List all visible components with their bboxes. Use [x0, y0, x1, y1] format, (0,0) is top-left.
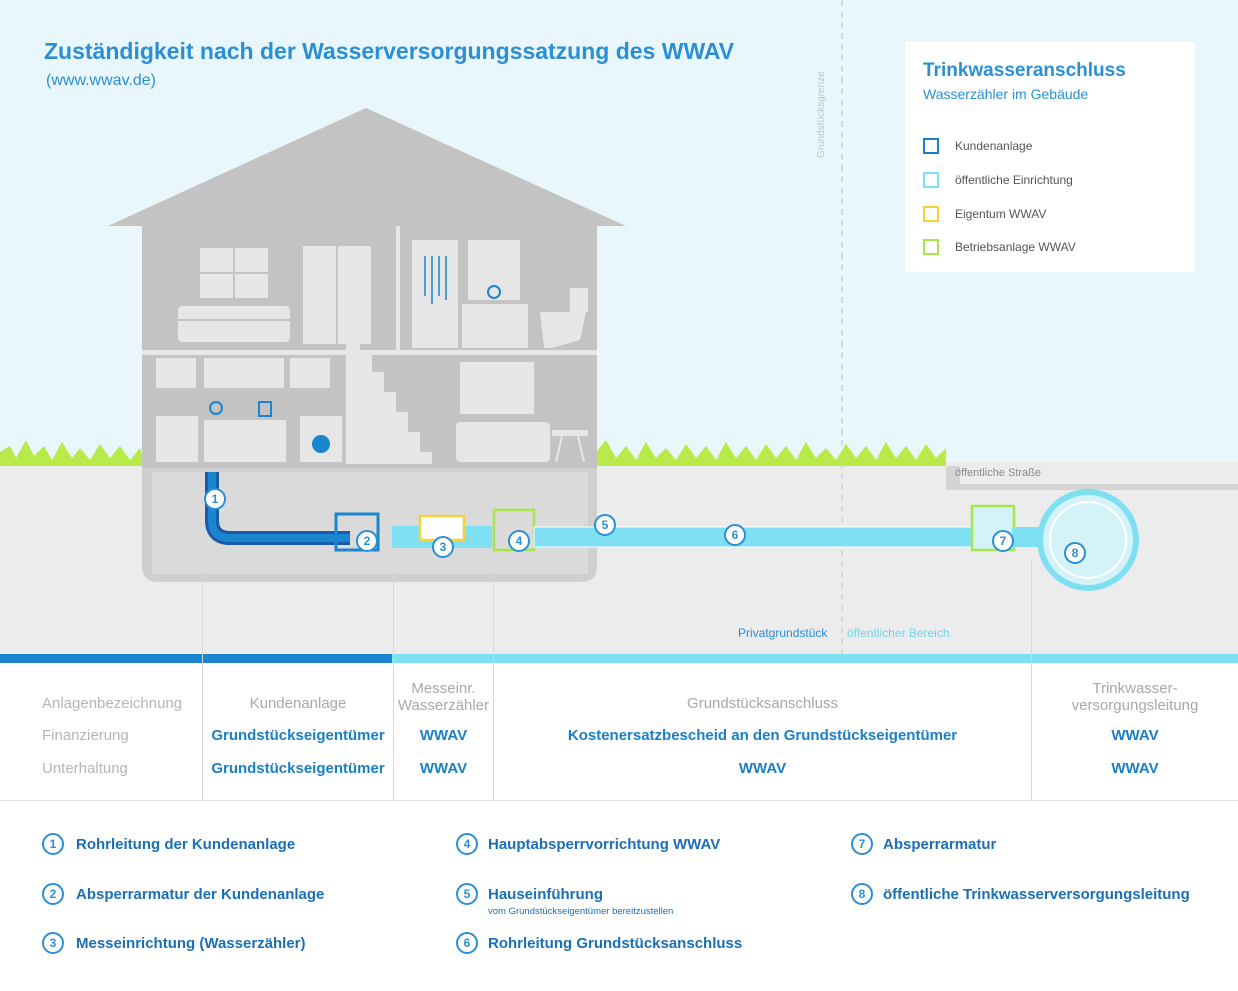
footnote-separator — [0, 800, 1238, 801]
footnote-number: 4 — [456, 833, 478, 855]
kitchen-tap-icon — [209, 401, 223, 415]
shower-icon — [424, 256, 447, 304]
house-illustration — [0, 0, 1238, 660]
footnote-text: Absperrarmatur der Kundenanlage — [76, 886, 325, 903]
marker-7: 7 — [992, 530, 1014, 552]
footnote-number: 2 — [42, 883, 64, 905]
page-subtitle: (www.wwav.de) — [46, 72, 156, 89]
row-label-anlagenbezeichnung: Anlagenbezeichnung — [42, 695, 183, 712]
staircase — [346, 322, 432, 464]
bathroom-tap-icon — [487, 285, 501, 299]
house-roof — [108, 108, 626, 226]
footnote-number: 6 — [456, 932, 478, 954]
footnote-number: 8 — [851, 883, 873, 905]
legend-title: Trinkwasseranschluss — [923, 60, 1126, 81]
cell-finanzierung-grundstuecksanschluss: Kostenersatzbescheid an den Grundstückse… — [567, 727, 958, 744]
legend-subtitle: Wasserzähler im Gebäude — [923, 86, 1089, 102]
footnote-text: Hauptabsperrvorrichtung WWAV — [488, 836, 721, 853]
marker-3: 3 — [432, 536, 454, 558]
footnote-subtext: vom Grundstückseigentümer bereitzustelle… — [488, 906, 674, 917]
cell-finanzierung-messeinrichtung: WWAV — [419, 727, 468, 744]
property-boundary-label: Grundstücksgrenze — [816, 71, 827, 158]
living-room-furniture — [456, 362, 588, 462]
public-area-label: öffentlicher Bereich — [847, 626, 950, 640]
washing-machine-icon — [312, 435, 330, 453]
marker-1: 1 — [204, 488, 226, 510]
cell-finanzierung-kundenanlage: Grundstückseigentümer — [211, 727, 385, 744]
row-label-finanzierung: Finanzierung — [42, 727, 129, 744]
cell-unterhaltung-grundstuecksanschluss: WWAV — [738, 760, 787, 777]
marker-5: 5 — [594, 514, 616, 536]
private-area-label: Privatgrundstück — [738, 626, 828, 640]
col-header-kundenanlage: Kundenanlage — [249, 695, 347, 712]
footnote-text: Rohrleitung Grundstücksanschluss — [488, 935, 743, 952]
street-label: öffentliche Straße — [955, 467, 1042, 479]
col-header-messeinrichtung: Messeinr. Wasserzähler — [397, 680, 490, 714]
customer-valve — [334, 512, 380, 552]
marker-4: 4 — [508, 530, 530, 552]
cell-unterhaltung-messeinrichtung: WWAV — [419, 760, 468, 777]
legend-swatch — [923, 206, 939, 222]
cell-finanzierung-versorgungsleitung: WWAV — [1111, 727, 1159, 744]
legend-swatch — [923, 172, 939, 188]
footnote-number: 5 — [456, 883, 478, 905]
legend-swatch — [923, 239, 939, 255]
bathroom-furniture — [412, 240, 588, 348]
public-main-pipe — [1037, 489, 1139, 591]
customer-bar — [0, 654, 392, 663]
footnote-number: 7 — [851, 833, 873, 855]
glass-icon — [258, 401, 272, 417]
page-title: Zuständigkeit nach der Wasserversorgungs… — [44, 38, 735, 64]
legend-swatch — [923, 138, 939, 154]
marker-6: 6 — [724, 524, 746, 546]
col-header-versorgungsleitung: Trinkwasser- versorgungsleitung — [1071, 680, 1199, 714]
grass — [0, 440, 946, 466]
legend-box: Trinkwasseranschluss Wasserzähler im Geb… — [905, 42, 1195, 272]
row-label-unterhaltung: Unterhaltung — [42, 760, 128, 777]
footnote-text: öffentliche Trinkwasserversorgungsleitun… — [883, 886, 1190, 903]
footnote-text: Hauseinführung — [488, 886, 603, 903]
footnote-text: Absperrarmatur — [883, 836, 997, 853]
street-curb — [946, 466, 1238, 490]
basement-interior — [152, 472, 588, 574]
footnote-text: Rohrleitung der Kundenanlage — [76, 836, 296, 853]
footnote-text: Messeinrichtung (Wasserzähler) — [76, 935, 306, 952]
footnote-number: 1 — [42, 833, 64, 855]
col-header-grundstuecksanschluss: Grundstücksanschluss — [687, 695, 838, 712]
footnote-number: 3 — [42, 932, 64, 954]
cell-unterhaltung-kundenanlage: Grundstückseigentümer — [211, 760, 385, 777]
marker-8: 8 — [1064, 542, 1086, 564]
cell-unterhaltung-versorgungsleitung: WWAV — [1111, 760, 1159, 777]
marker-2: 2 — [356, 530, 378, 552]
public-bar — [392, 654, 1238, 663]
